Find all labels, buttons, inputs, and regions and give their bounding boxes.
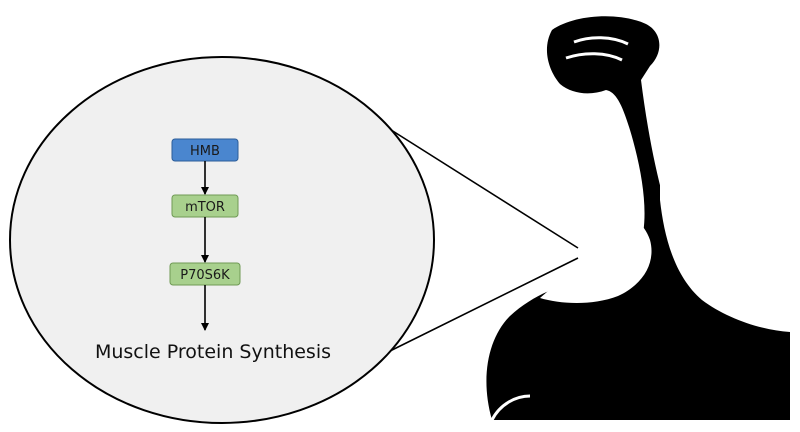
node-mtor-label: mTOR xyxy=(185,200,225,215)
node-p70s6k-label: P70S6K xyxy=(180,268,230,283)
zoom-connector-upper xyxy=(387,127,579,249)
outcome-label: Muscle Protein Synthesis xyxy=(95,341,331,363)
zoom-ellipse xyxy=(9,56,435,424)
arm-finger-crease xyxy=(573,36,629,46)
arm-bicep-highlight xyxy=(540,204,652,303)
zoom-connector-lower xyxy=(387,257,579,353)
arm-elbow-notch xyxy=(490,394,531,421)
node-hmb-label: HMB xyxy=(190,144,220,159)
arm-finger-crease xyxy=(565,52,623,62)
arm-fist-shape xyxy=(486,16,790,421)
node-mtor: mTOR xyxy=(171,194,239,218)
node-hmb: HMB xyxy=(171,138,239,162)
arm-forearm-highlight xyxy=(660,170,790,332)
flexed-bicep-arm-icon xyxy=(486,16,790,421)
node-p70s6k: P70S6K xyxy=(169,262,241,286)
